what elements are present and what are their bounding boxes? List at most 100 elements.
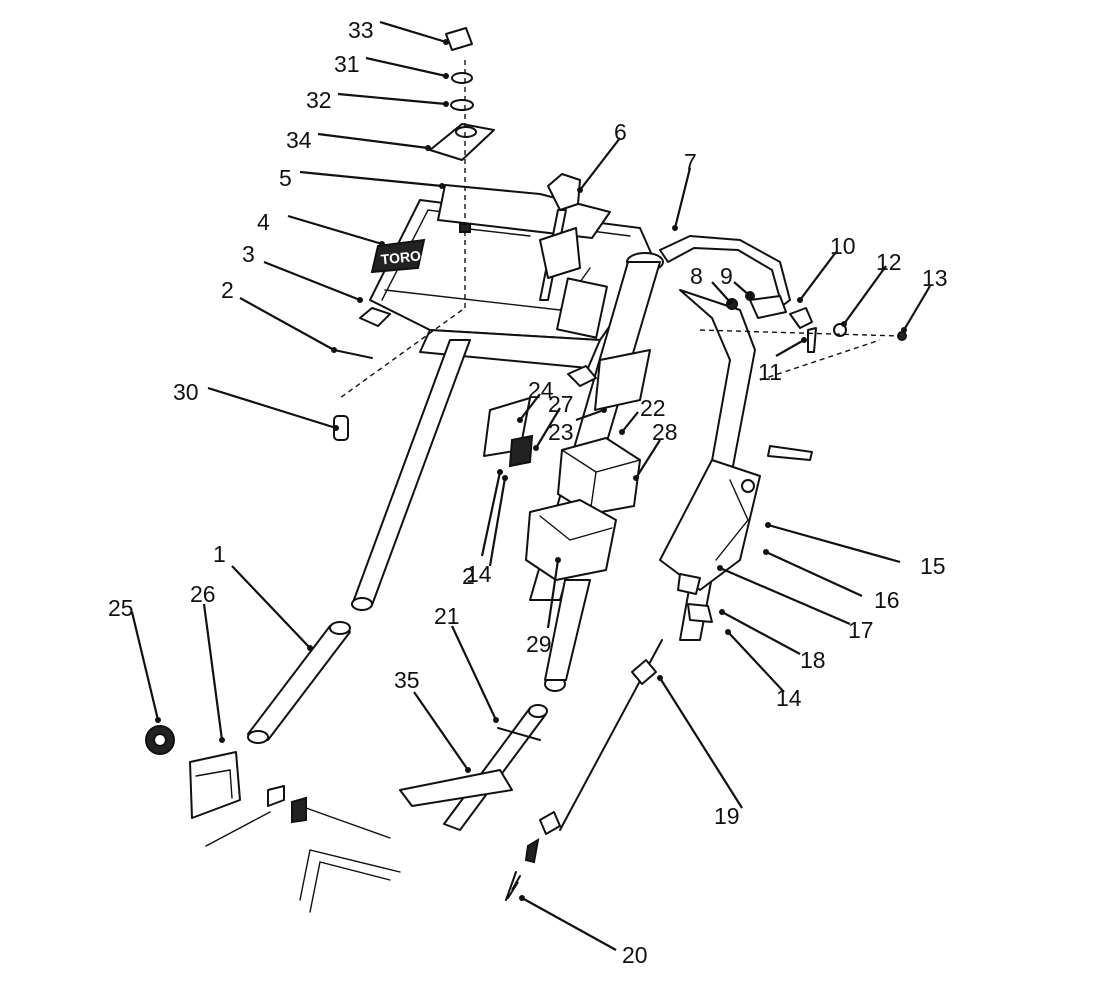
leader-line-13 xyxy=(903,285,931,331)
leader-dot-4 xyxy=(379,241,385,247)
callout-27: 27 xyxy=(548,391,574,417)
callout-20: 20 xyxy=(622,942,648,968)
leader-dot-23 xyxy=(601,407,607,413)
leader-line-7 xyxy=(673,167,692,229)
leader-line-33 xyxy=(379,20,447,44)
callout-2: 2 xyxy=(221,277,234,303)
leader-line-19 xyxy=(659,677,743,809)
leader-line-29 xyxy=(546,559,560,629)
callout-29: 29 xyxy=(526,631,552,657)
leader-line-27 xyxy=(535,407,561,449)
leader-dot-6 xyxy=(577,187,583,193)
leader-dot-33 xyxy=(443,39,449,45)
leader-line-30 xyxy=(207,386,337,430)
leader-line-12 xyxy=(843,265,887,325)
bail-tube xyxy=(399,704,548,831)
callout-19: 19 xyxy=(714,803,740,829)
leader-dot-30 xyxy=(333,425,339,431)
leader-dot-14 xyxy=(497,469,503,475)
leader-dot-24 xyxy=(517,417,523,423)
callout-2: 2 xyxy=(462,563,475,589)
leader-dot-16 xyxy=(763,549,769,555)
leader-dot-20 xyxy=(519,895,525,901)
leader-line-16 xyxy=(765,551,863,597)
leader-line-2 xyxy=(239,297,335,351)
leader-line-28 xyxy=(635,439,661,479)
leader-dot-28 xyxy=(633,475,639,481)
callout-4: 4 xyxy=(257,209,270,235)
callout-35: 35 xyxy=(394,667,420,693)
leader-dot-12 xyxy=(841,321,847,327)
toro-logo: TORO xyxy=(370,238,426,274)
callout-28: 28 xyxy=(652,419,678,445)
leader-line-34 xyxy=(317,132,429,150)
callout-26: 26 xyxy=(190,581,216,607)
leader-line-8 xyxy=(711,281,731,303)
handle-bracket xyxy=(145,725,401,913)
leader-dot-18 xyxy=(719,609,725,615)
leader-line-2 xyxy=(488,477,507,567)
decal xyxy=(437,184,611,239)
leader-line-5 xyxy=(299,170,443,188)
leader-line-14 xyxy=(727,631,785,693)
callout-1: 1 xyxy=(213,541,226,567)
leader-dot-7 xyxy=(672,225,678,231)
callout-7: 7 xyxy=(684,149,697,175)
leader-dot-3 xyxy=(357,297,363,303)
spring xyxy=(505,871,521,901)
leader-line-14 xyxy=(480,471,502,557)
leader-line-10 xyxy=(799,251,837,301)
bracket-assembly xyxy=(483,349,651,468)
callout-8: 8 xyxy=(690,263,703,289)
leader-line-24 xyxy=(519,393,541,421)
callout-5: 5 xyxy=(279,165,292,191)
leader-line-32 xyxy=(337,92,447,106)
callout-17: 17 xyxy=(848,617,874,643)
leader-line-22 xyxy=(621,411,639,433)
leader-line-17 xyxy=(719,566,851,626)
leader-dot-15 xyxy=(765,522,771,528)
throttle-bracket xyxy=(659,459,761,623)
logo-text: TORO xyxy=(380,247,422,267)
leader-dot-11 xyxy=(801,337,807,343)
left-tube xyxy=(351,339,471,611)
leader-dot-10 xyxy=(797,297,803,303)
leader-dot-27 xyxy=(533,445,539,451)
callout-18: 18 xyxy=(800,647,826,673)
callout-31: 31 xyxy=(334,51,360,77)
leader-line-9 xyxy=(733,281,751,297)
leader-line-26 xyxy=(202,603,224,741)
leader-dot-13 xyxy=(901,327,907,333)
leader-dot-14 xyxy=(725,629,731,635)
leader-dot-9 xyxy=(747,293,753,299)
leader-dot-26 xyxy=(219,737,225,743)
leader-dot-17 xyxy=(717,565,723,571)
callout-6: 6 xyxy=(614,119,627,145)
callout-24: 24 xyxy=(528,377,554,403)
alignment-lines xyxy=(339,60,901,399)
callout-14: 14 xyxy=(776,685,802,711)
leader-dot-5 xyxy=(439,183,445,189)
leader-line-31 xyxy=(365,56,447,78)
leader-dot-32 xyxy=(443,101,449,107)
shift-lever xyxy=(539,173,581,301)
callout-34: 34 xyxy=(286,127,312,153)
plate-28 xyxy=(557,437,641,515)
control-cable xyxy=(524,639,663,864)
leader-dot-1 xyxy=(307,645,313,651)
leader-line-1 xyxy=(231,565,311,649)
leader-dot-31 xyxy=(443,73,449,79)
leader-dot-29 xyxy=(555,557,561,563)
callout-23: 23 xyxy=(548,419,574,445)
leader-line-6 xyxy=(579,137,621,191)
leader-line-4 xyxy=(287,214,383,246)
leader-line-25 xyxy=(130,611,160,721)
callout-15: 15 xyxy=(920,553,946,579)
leader-dot-25 xyxy=(155,717,161,723)
leader-line-21 xyxy=(451,625,497,721)
leader-line-23 xyxy=(575,408,605,422)
callout-30: 30 xyxy=(173,379,199,405)
callout-14: 14 xyxy=(466,561,492,587)
